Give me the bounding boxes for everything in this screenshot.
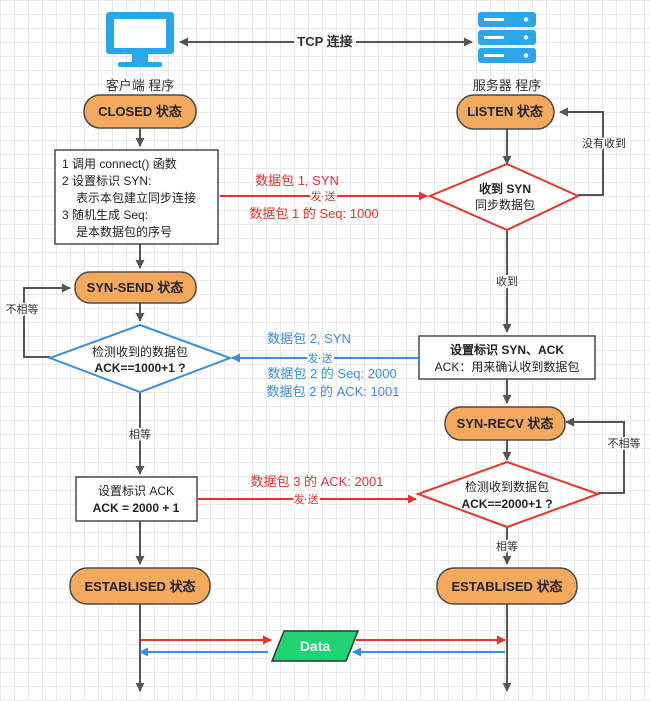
packet2-line2: 数据包 2 的 Seq: 2000: [267, 366, 396, 381]
client-step-2-detail: 表示本包建立同步连接: [76, 190, 196, 205]
client-retry-loop: [23, 283, 71, 358]
server-retry-loop: [565, 417, 625, 494]
packet1-line1: 数据包 1, SYN: [255, 173, 339, 188]
tcp-connection-label: TCP 连接: [297, 34, 352, 49]
client-syn-send-state: [74, 271, 197, 304]
packet2-line3: 数据包 2 的 ACK: 1001: [267, 384, 400, 399]
server-received-label: 收到: [496, 274, 518, 288]
server-syn-recv-label: SYN-RECV 状态: [457, 416, 554, 431]
server-equal-label: 相等: [496, 539, 518, 553]
server-established-label: ESTABLISED 状态: [452, 579, 563, 594]
data-block: [270, 630, 360, 662]
client-check-line2: ACK==1000+1 ?: [94, 361, 185, 375]
client-label: 客户端 程序: [106, 78, 175, 93]
server-listen-state: [456, 94, 555, 130]
server-set-flags-box: [418, 335, 596, 380]
packet2-send-label: 发 送: [307, 351, 332, 365]
client-closed-label: CLOSED 状态: [98, 104, 182, 119]
packet3-send-label: 发 送: [293, 492, 318, 506]
server-label: 服务器 程序: [473, 78, 542, 93]
client-set-ack-line1: 设置标识 ACK: [98, 484, 174, 498]
client-step-1: 1 调用 connect() 函数: [62, 156, 177, 171]
client-closed-state: [83, 94, 197, 129]
client-step-3: 3 随机生成 Seq:: [62, 207, 148, 222]
client-check-line1: 检测收到的数据包: [92, 344, 188, 359]
server-not-received-label: 没有收到: [582, 136, 626, 150]
server-set-flags-line2: ACK：用来确认收到数据包: [435, 359, 580, 374]
server-check-line1: 检测收到数据包: [465, 479, 549, 494]
server-established-state: [436, 567, 578, 605]
client-step-3-detail: 是本数据包的序号: [76, 224, 172, 239]
client-syn-send-label: SYN-SEND 状态: [87, 280, 184, 295]
client-equal-label: 相等: [129, 427, 151, 441]
server-not-equal-label: 不相等: [608, 436, 641, 450]
server-rack-icon: [478, 12, 536, 63]
server-receive-line1: 收到 SYN: [479, 181, 531, 196]
data-label: Data: [300, 638, 331, 654]
client-set-ack-line2: ACK = 2000 + 1: [93, 501, 180, 515]
client-step-2: 2 设置标识 SYN:: [62, 174, 151, 188]
server-receive-diamond: [427, 162, 581, 232]
monitor-icon: [106, 12, 174, 67]
server-syn-recv-state: [444, 406, 566, 441]
packet1-send-label: 发 送: [310, 189, 335, 203]
packet3-line1: 数据包 3 的 ACK: 2001: [251, 474, 384, 489]
server-listen-loop: [559, 107, 604, 196]
client-established-state: [69, 567, 211, 605]
server-check-diamond: [415, 460, 601, 529]
client-set-ack-box: [75, 476, 198, 522]
server-receive-line2: 同步数据包: [475, 197, 535, 212]
server-listen-label: LISTEN 状态: [467, 104, 543, 119]
client-steps-box: [54, 149, 219, 245]
client-check-diamond: [47, 323, 233, 394]
server-set-flags-line1: 设置标识 SYN、ACK: [450, 342, 564, 357]
server-check-line2: ACK==2000+1 ?: [461, 497, 552, 511]
client-not-equal-label: 不相等: [6, 302, 39, 316]
client-established-label: ESTABLISED 状态: [85, 579, 196, 594]
packet1-line2: 数据包 1 的 Seq: 1000: [249, 206, 378, 221]
packet2-line1: 数据包 2, SYN: [267, 331, 351, 346]
